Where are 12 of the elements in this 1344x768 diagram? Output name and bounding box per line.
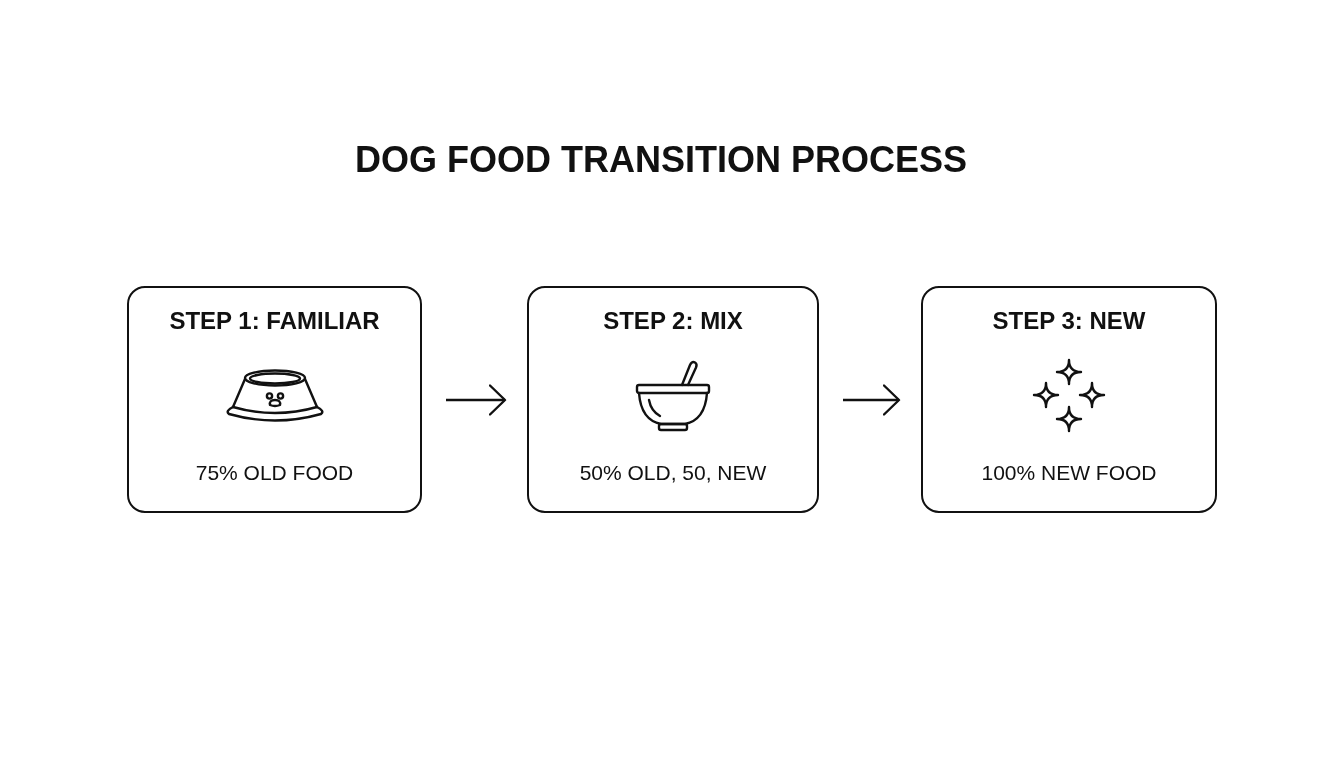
step-heading: STEP 1: FAMILIAR [168, 307, 381, 335]
diagram-title: DOG FOOD TRANSITION PROCESS [355, 139, 967, 181]
step-card [527, 286, 819, 513]
step-heading: STEP 3: NEW [991, 307, 1147, 335]
step-heading: STEP 2: MIX [602, 307, 744, 335]
arrow [446, 384, 507, 416]
food-ratio-text: 75% OLD FOOD [194, 460, 355, 485]
step-card [127, 286, 422, 513]
food-ratio-text: 50% OLD, 50, NEW [578, 460, 768, 485]
food-ratio-text: 100% NEW FOOD [980, 460, 1158, 485]
step-card [921, 286, 1217, 513]
arrow [843, 384, 901, 416]
